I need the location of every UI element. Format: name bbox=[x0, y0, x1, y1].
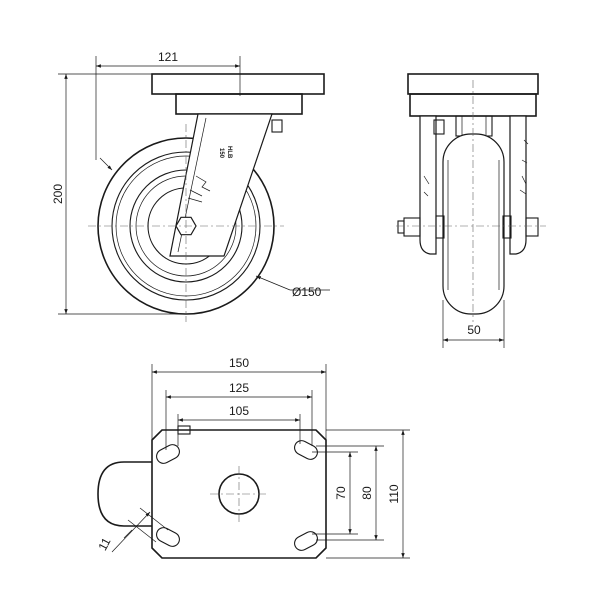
side-swivel-housing bbox=[175, 93, 303, 115]
fork-mark-2: 150 bbox=[218, 148, 224, 159]
front-brake bbox=[433, 119, 445, 135]
front-view: 50 bbox=[396, 73, 546, 348]
front-axle-nut-left bbox=[403, 217, 421, 237]
slot-bottom-left bbox=[156, 527, 180, 547]
front-fork-right bbox=[509, 115, 527, 255]
dim-wheel-diameter: Ø150 bbox=[292, 285, 322, 299]
dimension-80: 80 bbox=[316, 445, 384, 541]
dimension-110: 110 bbox=[326, 429, 410, 559]
dim-hole-span-v-inner: 70 bbox=[334, 486, 348, 500]
top-wheel-outline bbox=[97, 461, 152, 527]
front-axle-nut-right bbox=[525, 217, 539, 237]
front-fork-left bbox=[419, 115, 437, 255]
side-fork-leg bbox=[169, 113, 273, 257]
side-top-plate bbox=[151, 73, 325, 95]
dim-plate-depth: 110 bbox=[387, 484, 401, 503]
dimension-diameter: Ø150 bbox=[255, 275, 330, 299]
dimension-121: 121 bbox=[95, 50, 241, 160]
slot-top-left bbox=[156, 444, 180, 464]
dim-wheel-width: 50 bbox=[467, 323, 481, 337]
front-fork-marks bbox=[519, 139, 529, 195]
mounting-slots bbox=[156, 440, 318, 551]
fork-mark-1: HLB bbox=[226, 146, 232, 159]
front-wheel bbox=[442, 133, 505, 315]
top-plate bbox=[151, 429, 327, 559]
dimension-50: 50 bbox=[442, 300, 505, 348]
dim-height: 200 bbox=[51, 184, 65, 204]
side-brake-tab bbox=[271, 119, 283, 133]
front-kingpin-nut bbox=[455, 115, 493, 137]
slot-top-right bbox=[294, 440, 318, 460]
dim-top-width: 121 bbox=[158, 50, 178, 64]
dimension-200: 200 bbox=[51, 73, 186, 315]
dim-plate-width: 150 bbox=[229, 356, 249, 370]
rotation-arrow-icon bbox=[99, 157, 113, 171]
dimension-150: 150 bbox=[151, 356, 327, 440]
dim-hole-span-outer: 125 bbox=[229, 381, 249, 395]
dimension-105: 105 bbox=[177, 404, 301, 446]
fork-logo-icon bbox=[195, 175, 211, 192]
dimension-70: 70 bbox=[312, 451, 358, 535]
side-view: HLB 150 121 200 Ø150 bbox=[51, 50, 330, 322]
dimension-125: 125 bbox=[165, 381, 313, 450]
slot-bottom-right bbox=[294, 531, 318, 551]
dim-hole-span-v-outer: 80 bbox=[360, 486, 374, 500]
top-view: 150 125 105 70 80 bbox=[95, 356, 410, 559]
dimension-11: 11 bbox=[95, 507, 169, 553]
dim-slot-width: 11 bbox=[95, 535, 113, 553]
dim-hole-span-inner: 105 bbox=[229, 404, 249, 418]
